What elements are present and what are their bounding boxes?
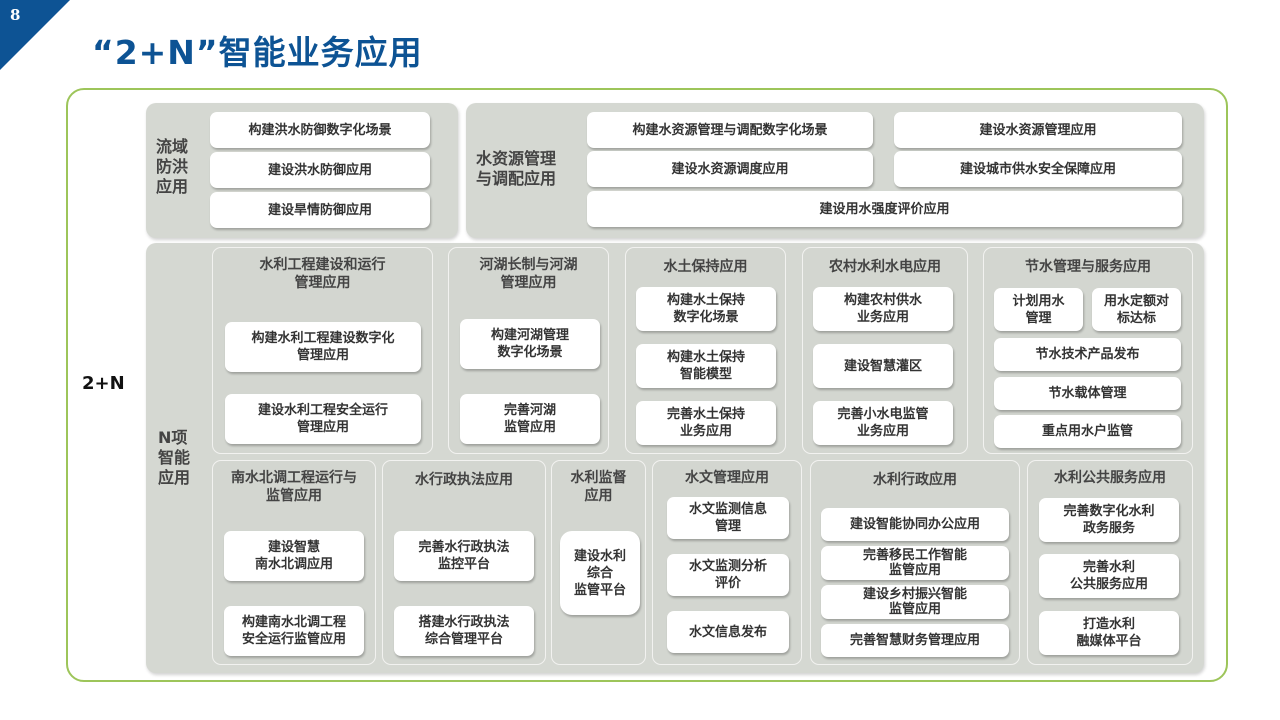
card[interactable]: 打造水利 融媒体平台 (1039, 611, 1179, 655)
panel-water-resources: 水资源管理 与调配应用 构建水资源管理与调配数字化场景 建设水资源管理应用 建设… (466, 103, 1204, 238)
card[interactable]: 构建水利工程建设数字化 管理应用 (225, 322, 421, 372)
group-administration: 水利行政应用 建设智能协同办公应用 完善移民工作智能 监管应用 建设乡村振兴智能… (810, 460, 1020, 665)
card[interactable]: 完善移民工作智能 监管应用 (821, 546, 1009, 580)
card[interactable]: 水文信息发布 (667, 611, 789, 653)
card[interactable]: 完善水土保持 业务应用 (636, 401, 776, 445)
card[interactable]: 重点用水户监管 (994, 415, 1181, 448)
card[interactable]: 节水技术产品发布 (994, 338, 1181, 371)
page-title: “2+N”智能业务应用 (92, 33, 423, 72)
group-title: 农村水利水电应用 (829, 259, 941, 275)
card[interactable]: 水文监测信息 管理 (667, 497, 789, 539)
card[interactable]: 建设城市供水安全保障应用 (894, 151, 1182, 187)
card[interactable]: 水文监测分析 评价 (667, 554, 789, 596)
group-title: 水土保持应用 (663, 259, 748, 275)
group-title: 水利公共服务应用 (1054, 470, 1166, 486)
group-hydraulic-engineering: 水利工程建设和运行 管理应用 构建水利工程建设数字化 管理应用 建设水利工程安全… (212, 247, 433, 454)
panel-label: 水资源管理 与调配应用 (476, 149, 557, 188)
group-supervision: 水利监督 应用 建设水利 综合 监管平台 (551, 460, 646, 665)
panel-flood-control: 流域 防洪 应用 构建洪水防御数字化场景 建设洪水防御应用 建设旱情防御应用 (146, 103, 458, 238)
card[interactable]: 建设洪水防御应用 (210, 152, 430, 188)
group-soil-conservation: 水土保持应用 构建水土保持 数字化场景 构建水土保持 智能模型 完善水土保持 业… (625, 247, 786, 454)
group-hydrology: 水文管理应用 水文监测信息 管理 水文监测分析 评价 水文信息发布 (652, 460, 802, 665)
card[interactable]: 建设水利 综合 监管平台 (560, 531, 640, 615)
card[interactable]: 构建水土保持 数字化场景 (636, 287, 776, 331)
group-title: 节水管理与服务应用 (1025, 259, 1151, 275)
side-label: 2+N (82, 373, 125, 394)
diagram-frame (66, 88, 1228, 682)
card[interactable]: 建设旱情防御应用 (210, 192, 430, 228)
panel-n-applications: N项 智能 应用 水利工程建设和运行 管理应用 构建水利工程建设数字化 管理应用… (146, 243, 1204, 673)
card[interactable]: 建设智能协同办公应用 (821, 508, 1009, 541)
card[interactable]: 完善小水电监管 业务应用 (813, 401, 953, 445)
card[interactable]: 构建南水北调工程 安全运行监管应用 (224, 606, 364, 656)
group-title: 河湖长制与河湖 管理应用 (479, 257, 578, 291)
card[interactable]: 构建洪水防御数字化场景 (210, 112, 430, 148)
card[interactable]: 节水载体管理 (994, 377, 1181, 410)
card[interactable]: 建设智慧灌区 (813, 344, 953, 388)
card[interactable]: 完善数字化水利 政务服务 (1039, 498, 1179, 542)
card[interactable]: 计划用水 管理 (994, 288, 1083, 331)
group-water-saving: 节水管理与服务应用 计划用水 管理 用水定额对 标达标 节水技术产品发布 节水载… (983, 247, 1193, 454)
group-south-north-diversion: 南水北调工程运行与 监管应用 建设智慧 南水北调应用 构建南水北调工程 安全运行… (212, 460, 376, 665)
panel-label: N项 智能 应用 (158, 428, 191, 487)
card[interactable]: 构建水土保持 智能模型 (636, 344, 776, 388)
card[interactable]: 用水定额对 标达标 (1092, 288, 1181, 331)
card[interactable]: 构建水资源管理与调配数字化场景 (587, 112, 873, 148)
card[interactable]: 完善水利 公共服务应用 (1039, 554, 1179, 598)
card[interactable]: 完善水行政执法 监控平台 (394, 531, 534, 581)
group-title: 水利工程建设和运行 管理应用 (259, 257, 386, 291)
card[interactable]: 建设用水强度评价应用 (587, 191, 1182, 227)
card[interactable]: 建设水利工程安全运行 管理应用 (225, 394, 421, 444)
card[interactable]: 建设乡村振兴智能 监管应用 (821, 585, 1009, 619)
group-title: 水行政执法应用 (415, 472, 513, 488)
group-title: 南水北调工程运行与 监管应用 (231, 470, 357, 504)
group-title: 水利监督 应用 (570, 470, 627, 504)
corner-decoration (0, 0, 70, 70)
card[interactable]: 构建农村供水 业务应用 (813, 287, 953, 331)
group-public-service: 水利公共服务应用 完善数字化水利 政务服务 完善水利 公共服务应用 打造水利 融… (1027, 460, 1193, 665)
card[interactable]: 建设水资源调度应用 (587, 151, 873, 187)
card[interactable]: 完善智慧财务管理应用 (821, 624, 1009, 657)
page-number: 8 (10, 6, 21, 24)
group-title: 水文管理应用 (685, 470, 769, 486)
group-rural-hydropower: 农村水利水电应用 构建农村供水 业务应用 建设智慧灌区 完善小水电监管 业务应用 (802, 247, 968, 454)
card[interactable]: 建设智慧 南水北调应用 (224, 531, 364, 581)
group-law-enforcement: 水行政执法应用 完善水行政执法 监控平台 搭建水行政执法 综合管理平台 (382, 460, 546, 665)
panel-label: 流域 防洪 应用 (156, 137, 189, 196)
card[interactable]: 完善河湖 监管应用 (460, 394, 600, 444)
group-title: 水利行政应用 (873, 472, 957, 488)
group-river-lake: 河湖长制与河湖 管理应用 构建河湖管理 数字化场景 完善河湖 监管应用 (448, 247, 609, 454)
card[interactable]: 搭建水行政执法 综合管理平台 (394, 606, 534, 656)
card[interactable]: 建设水资源管理应用 (894, 112, 1182, 148)
card[interactable]: 构建河湖管理 数字化场景 (460, 319, 600, 369)
